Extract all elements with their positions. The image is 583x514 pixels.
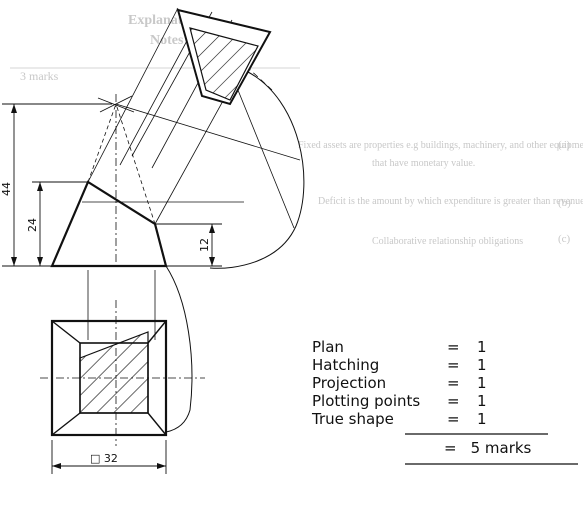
mark-row-plotting-points: Plotting points = 1 xyxy=(312,392,562,410)
bleed-item-b-line1: Deficit is the amount by which expenditu… xyxy=(318,196,583,207)
mark-equals: = xyxy=(447,410,460,428)
dim-24-label: 24 xyxy=(26,218,39,232)
mark-equals: = xyxy=(447,374,460,392)
mark-row-hatching: Hatching = 1 xyxy=(312,356,562,374)
dimensions xyxy=(2,103,222,474)
construction-arc-lower xyxy=(165,265,193,433)
bleed-item-a-label: (a) xyxy=(558,139,571,151)
total-equals: = xyxy=(444,439,457,457)
bleed-item-a-line1: Fixed assets are properties e.g building… xyxy=(298,140,583,151)
mark-label: Plan xyxy=(312,338,344,356)
hidden-edge xyxy=(245,65,273,91)
projector-3 xyxy=(115,103,301,161)
bleed-marks-note: 3 marks xyxy=(20,69,59,83)
mark-row-true-shape: True shape = 1 xyxy=(312,410,562,428)
mark-scheme: Plan = 1 Hatching = 1 Projection = 1 Plo… xyxy=(312,338,562,457)
mark-value: 1 xyxy=(477,374,487,392)
dim-44-label: 44 xyxy=(0,182,13,196)
mark-label: Projection xyxy=(312,374,387,392)
mark-equals: = xyxy=(447,356,460,374)
plan-corner-tr xyxy=(147,320,167,344)
mark-row-plan: Plan = 1 xyxy=(312,338,562,356)
bleed-item-a-line2: that have monetary value. xyxy=(372,158,475,169)
mark-label: True shape xyxy=(312,410,394,428)
background-bleed-text: Explanation Notes 3 marks (a) Fixed asse… xyxy=(10,13,583,247)
true-shape-hatching xyxy=(189,27,259,101)
mark-value: 1 xyxy=(477,410,487,428)
true-shape xyxy=(176,8,272,106)
plan-view xyxy=(40,270,205,446)
bleed-header-2: Notes xyxy=(150,33,184,48)
mark-equals: = xyxy=(447,338,460,356)
plan-corner-tl xyxy=(51,320,81,344)
construction-arc-upper xyxy=(209,71,305,269)
total-value: 5 marks xyxy=(470,439,532,457)
bleed-item-c-label: (c) xyxy=(558,233,571,245)
apex-line-right xyxy=(115,103,156,225)
bleed-item-c-line1: Collaborative relationship obligations xyxy=(372,236,523,247)
mark-label: Hatching xyxy=(312,356,380,374)
mark-value: 1 xyxy=(477,356,487,374)
mark-value: 1 xyxy=(477,338,487,356)
apex-mark-2 xyxy=(97,97,135,113)
projector-1 xyxy=(87,7,179,183)
mark-label: Plotting points xyxy=(312,392,421,410)
plan-corner-bl xyxy=(51,412,81,436)
mark-value: 1 xyxy=(477,392,487,410)
bleed-item-b-label: (b) xyxy=(558,197,571,209)
plan-hatching xyxy=(79,331,149,414)
dim-32-label: □ 32 xyxy=(90,452,118,465)
mark-total: = 5 marks xyxy=(444,439,545,457)
projector-6 xyxy=(119,23,197,166)
mark-row-projection: Projection = 1 xyxy=(312,374,562,392)
mark-equals: = xyxy=(447,392,460,410)
dim-12-label: 12 xyxy=(198,238,211,252)
plan-corner-br xyxy=(147,412,167,436)
